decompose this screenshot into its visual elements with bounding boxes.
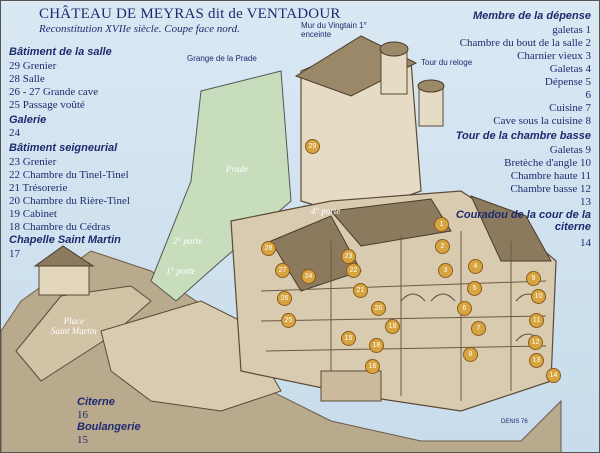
legend-item: 14: [580, 237, 591, 249]
legend-heading-tour-chambre-basse: Tour de la chambre basse: [455, 130, 591, 142]
legend-item: 20 Chambre du Rière-Tinel: [9, 195, 130, 207]
legend-heading-chapelle: Chapelle Saint Martin: [9, 234, 121, 246]
marker-13: 13: [529, 353, 544, 368]
legend-item: 23 Grenier: [9, 156, 57, 168]
marker-2: 2: [435, 239, 450, 254]
chapel-roof: [33, 245, 95, 267]
marker-19: 19: [385, 319, 400, 334]
cutaway-roof-1: [270, 215, 362, 292]
legend-heading-boulangerie: Boulangerie: [77, 421, 141, 433]
legend-item: Galetas 9: [549, 144, 591, 156]
legend-item: Chambre haute 11: [510, 170, 591, 182]
marker-29: 29: [305, 139, 320, 154]
label-porte-2: 2° porte: [173, 236, 203, 246]
marker-15: 15: [341, 331, 356, 346]
legend-item: 6: [585, 89, 592, 101]
lower-walls: [100, 300, 282, 412]
legend-item: galetas 1: [552, 24, 591, 36]
marker-28: 28: [261, 241, 276, 256]
marker-18: 18: [369, 338, 384, 353]
label-mur-vingtain: Mur du Vingtain 1° enceinte: [301, 21, 367, 39]
legend-item: Chambre basse 12: [510, 183, 591, 195]
legend-item: Galetas 4: [549, 63, 591, 75]
marker-11: 11: [529, 313, 544, 328]
interior-floors: [260, 231, 547, 401]
label-prade: Prade: [226, 164, 248, 174]
label-place-saint-martin: Place Saint Martin: [51, 316, 97, 336]
marker-7: 7: [471, 321, 486, 336]
legend-item: Bretèche d'angle 10: [504, 157, 591, 169]
artist-signature: DENIS 76: [501, 419, 528, 425]
marker-4: 4: [468, 259, 483, 274]
label-grange: Grange de la Prade: [187, 54, 257, 63]
prade-meadow: [150, 70, 292, 302]
legend-item: Cave sous la cuisine 8: [493, 115, 591, 127]
label-porte-4: 4° porte: [311, 206, 341, 216]
marker-21: 21: [353, 283, 368, 298]
tower-reloge-top: [417, 79, 445, 93]
legend-item: 29 Grenier: [9, 60, 57, 72]
label-porte-1: 1° porte: [166, 266, 196, 276]
legend-item: 21 Trésorerie: [9, 182, 68, 194]
marker-5: 5: [467, 281, 482, 296]
legend-item: 26 - 27 Grande cave: [9, 86, 99, 98]
marker-20: 20: [371, 301, 386, 316]
marker-23: 23: [341, 249, 356, 264]
legend-item: Chambre du bout de la salle 2: [459, 37, 591, 49]
page-title: CHÂTEAU DE MEYRAS dit de VENTADOUR: [39, 6, 341, 22]
legend-item: 24: [9, 127, 20, 139]
marker-16: 16: [365, 359, 380, 374]
marker-9: 9: [526, 271, 541, 286]
legend-item: 13: [580, 196, 591, 208]
legend-heading-membre-depense: Membre de la dépense: [473, 10, 591, 22]
legend-item: 15: [77, 434, 88, 446]
legend-item: 18 Chambre du Cédras: [9, 221, 111, 233]
arches: [400, 293, 541, 342]
marker-8: 8: [463, 347, 478, 362]
marker-22: 22: [346, 263, 361, 278]
marker-6: 6: [457, 301, 472, 316]
marker-14: 14: [546, 368, 561, 383]
legend-item: Charnier vieux 3: [517, 50, 591, 62]
legend-item: 25 Passage voûté: [9, 99, 85, 111]
legend-item: Dépense 5: [544, 76, 591, 88]
legend-item: 19 Cabinet: [9, 208, 57, 220]
tower-upper-top: [379, 41, 409, 57]
chapel-wall: [38, 262, 90, 296]
marker-26: 26: [277, 291, 292, 306]
marker-3: 3: [438, 263, 453, 278]
legend-heading-batiment-salle: Bâtiment de la salle: [9, 46, 112, 58]
outer-wall-left: [15, 285, 152, 382]
cistern-block: [320, 370, 382, 402]
page-subtitle: Reconstitution XVIIe siècle. Coupe face …: [39, 23, 240, 35]
legend-item: 16: [77, 409, 88, 421]
cutaway-roof-3: [470, 195, 552, 262]
marker-27: 27: [275, 263, 290, 278]
legend-heading-batiment-seigneurial: Bâtiment seigneurial: [9, 142, 118, 154]
legend-item: 17: [9, 248, 20, 260]
legend-item: 22 Chambre du Tinel-Tinel: [9, 169, 129, 181]
marker-1: 1: [434, 217, 449, 232]
legend-heading-citerne: Citerne: [77, 396, 115, 408]
label-tour-reloge: Tour du reloge: [421, 58, 473, 67]
legend-heading-couradou: Couradou de la cour de la citerne: [455, 209, 591, 233]
legend-heading-galerie: Galerie: [9, 114, 47, 126]
legend-item: 28 Salle: [9, 73, 45, 85]
marker-12: 12: [528, 335, 543, 350]
legend-item: Cuisine 7: [549, 102, 591, 114]
marker-10: 10: [531, 289, 546, 304]
marker-24: 24: [301, 269, 316, 284]
cutaway-roof-2: [330, 198, 452, 247]
marker-25: 25: [281, 313, 296, 328]
